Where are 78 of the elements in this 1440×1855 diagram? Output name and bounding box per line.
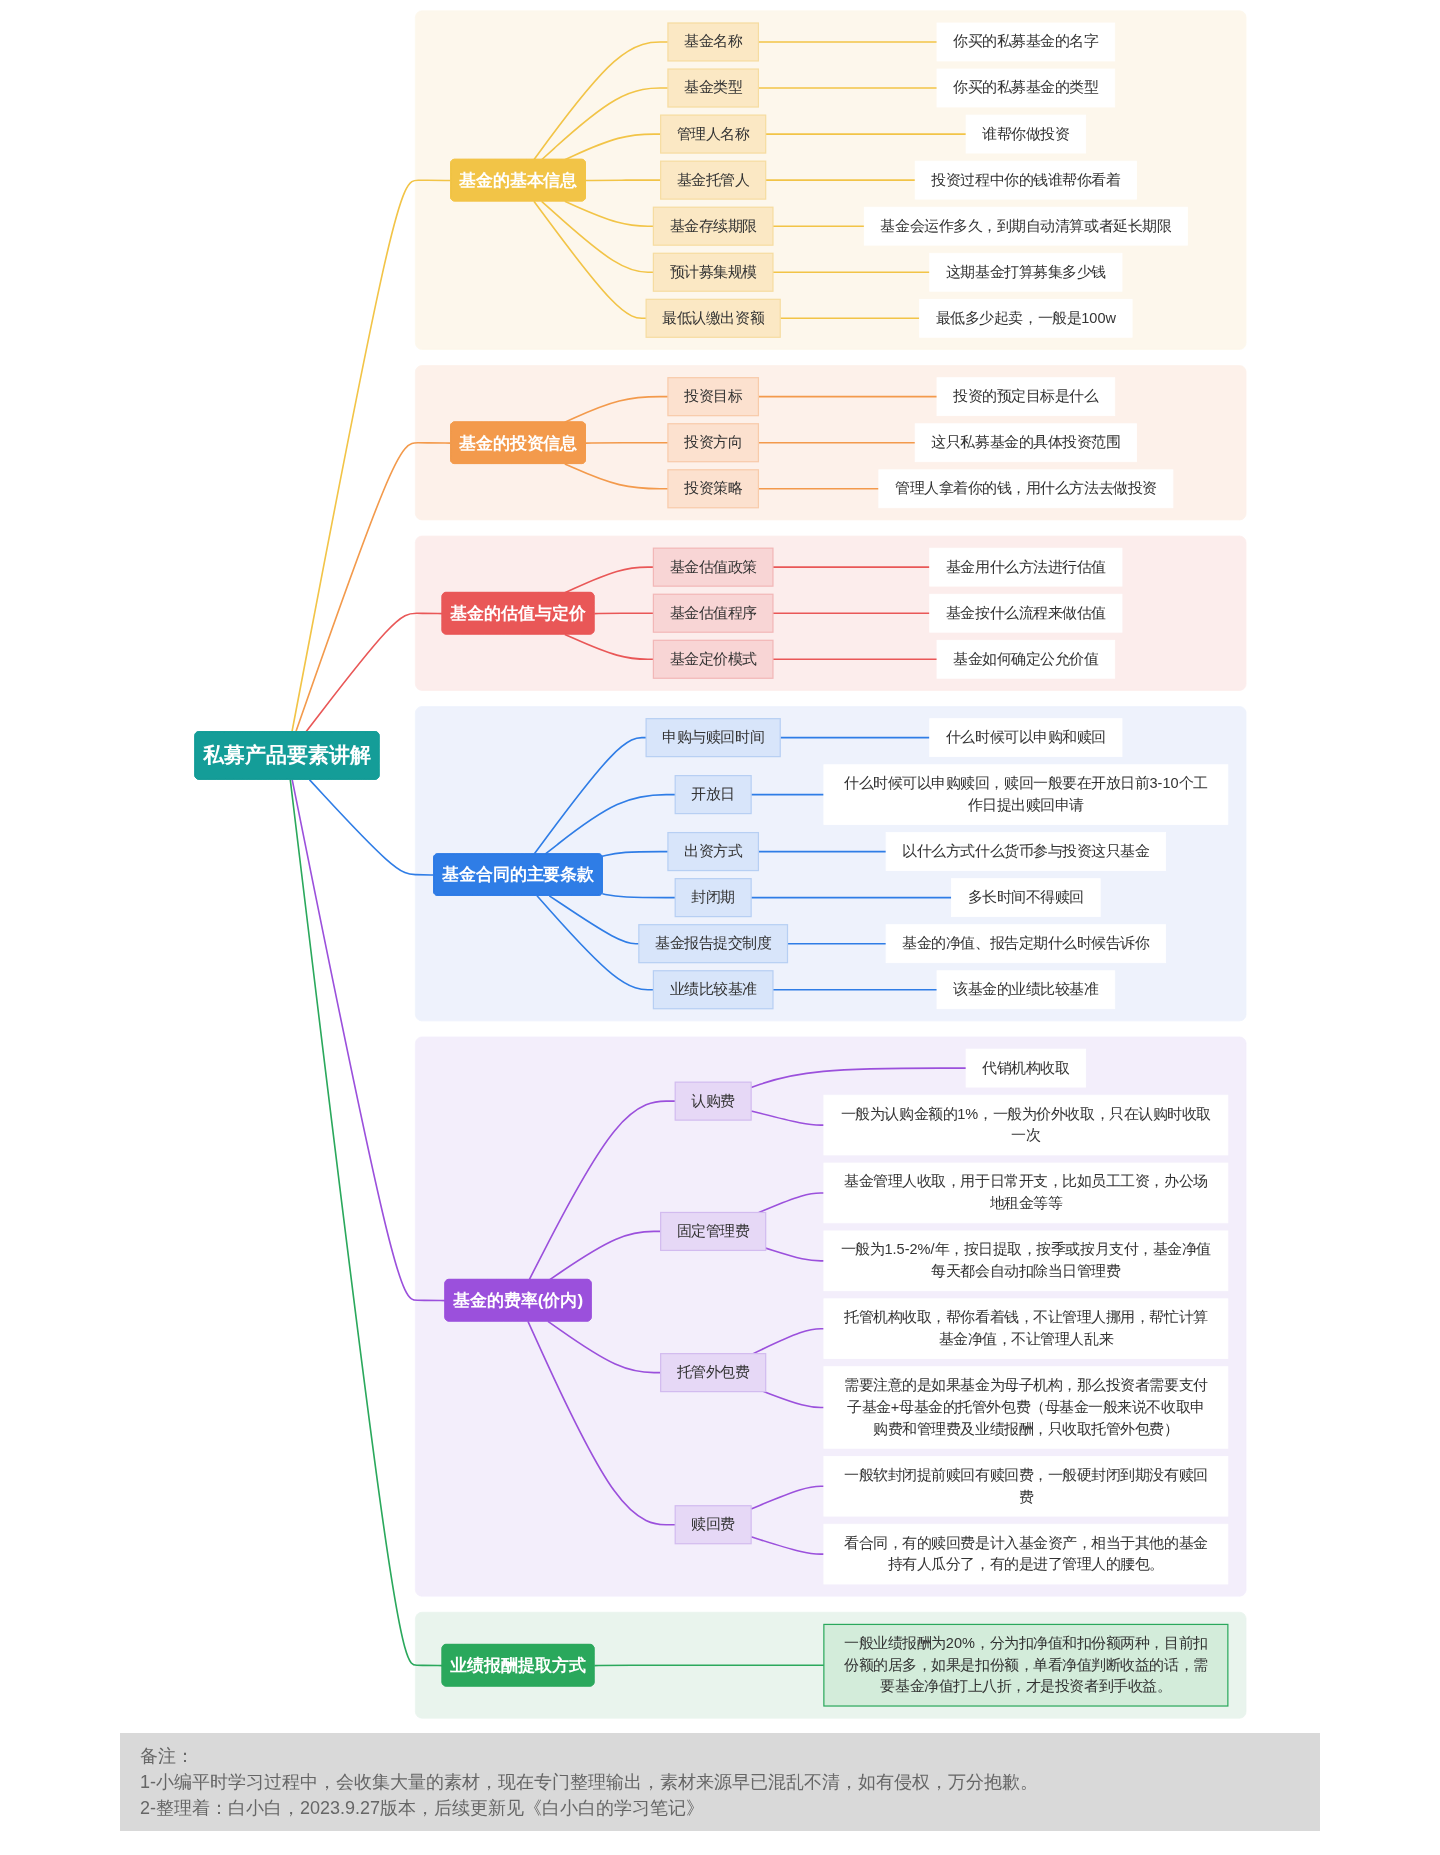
node-box: 以什么方式什么货币参与投资这只基金 — [885, 832, 1166, 871]
note-text: 2-整理着：白小白，2023.9.27版本，后续更新见《白小白的学习笔记》 — [140, 1797, 706, 1821]
node-box: 多长时间不得赎回 — [950, 878, 1101, 918]
node-box: 基金如何确定公允价值 — [936, 639, 1115, 679]
node-box: 预计募集规模 — [652, 252, 774, 292]
node-box: 托管外包费 — [659, 1353, 766, 1393]
node-box: 申购与赎回时间 — [645, 718, 781, 758]
node-box: 管理人名称 — [659, 114, 766, 154]
cluster — [414, 365, 1246, 521]
connector — [757, 87, 938, 89]
node-box: 这只私募基金的具体投资范围 — [914, 423, 1137, 463]
connector — [294, 442, 452, 733]
cluster — [414, 10, 1246, 350]
node-box: 你买的私募基金的类型 — [936, 68, 1115, 108]
node-box: 投资的预定目标是什么 — [936, 377, 1115, 417]
node-box: 投资方向 — [666, 423, 759, 463]
node-box: 管理人拿着你的钱，用什么方法去做投资 — [877, 469, 1173, 509]
connector — [546, 1320, 661, 1374]
node-box: 投资目标 — [666, 377, 759, 417]
connector — [764, 1247, 825, 1262]
node-box: 出资方式 — [666, 831, 759, 872]
node-box: 基金管理人收取，用于日常开支，比如员工工资，办公场地租金等等 — [823, 1162, 1228, 1224]
connector — [584, 179, 661, 182]
node-box: 该基金的业绩比较基准 — [936, 970, 1115, 1010]
cluster — [414, 535, 1246, 691]
connector — [290, 179, 452, 733]
node-box: 投资过程中你的钱谁帮你看着 — [914, 160, 1137, 200]
connector — [757, 487, 880, 490]
connector — [757, 850, 887, 853]
connector — [290, 778, 446, 1302]
node-box: 看合同，有的赎回费是计入基金资产，相当于其他的基金持有人瓜分了，有的是进了管理人的腰包。 — [823, 1523, 1228, 1585]
node-box: 基金用什么方法进行估值 — [928, 547, 1122, 587]
node-box: 基金估值程序 — [652, 593, 774, 633]
node-box: 固定管理费 — [659, 1211, 766, 1252]
node-box: 基金定价模式 — [652, 639, 774, 679]
node-box: 基金托管人 — [659, 160, 766, 200]
node-box: 开放日 — [674, 775, 752, 815]
note-text: 1-小编平时学习过程中，会收集大量的素材，现在专门整理输出，素材来源早已混乱不清，如有侵权，万分抱歉。 — [140, 1771, 1039, 1795]
node-box: 托管机构收取，帮你看着钱，不让管理人挪用，帮忙计算基金净值，不让管理人乱来 — [823, 1298, 1228, 1359]
node-box: 认购费 — [674, 1081, 752, 1121]
node-box: 这期基金打算募集多少钱 — [928, 252, 1122, 292]
node-box: 基金名称 — [666, 22, 759, 62]
node-box: 一般为1.5-2%/年，按日提取，按季或按月支付，基金净值每天都会自动扣除当日管理费 — [823, 1230, 1228, 1292]
connector — [757, 1192, 825, 1214]
connector — [762, 1390, 825, 1409]
node-box: 投资策略 — [666, 469, 759, 509]
connector — [304, 612, 443, 733]
node-box: 基金的净值、报告定期什么时候告诉你 — [885, 924, 1166, 964]
node-box: 业绩比较基准 — [652, 970, 774, 1010]
connector — [757, 41, 938, 43]
connector — [548, 1230, 661, 1281]
node-box: 一般软封闭提前赎回有赎回费，一般硬封闭到期没有赎回费 — [823, 1455, 1228, 1517]
node-box: 基金类型 — [666, 68, 759, 108]
node-box: 一般业绩报酬为20%，分为扣净值和扣份额两种，目前扣份额的居多，如果是扣份额，单看净值判断收益的话，需要基金净值打上八折，才是投资者到手收益。 — [822, 1623, 1228, 1707]
node-box: 基金存续期限 — [652, 206, 774, 246]
cluster — [414, 1036, 1246, 1597]
connector — [757, 441, 916, 444]
node-box: 最低多少起卖，一般是100w — [918, 298, 1133, 338]
node-box: 需要注意的是如果基金为母子机构，那么投资者需要支付子基金+母基金的托管外包费（母基金一般来说不收取申购费和管理费及业绩报酬，只收取托管外包费） — [823, 1366, 1228, 1449]
note-text: 备注： — [140, 1745, 195, 1768]
node-box: 基金报告提交制度 — [637, 924, 788, 964]
node-box: 你买的私募基金的名字 — [936, 22, 1115, 62]
node-box: 基金按什么流程来做估值 — [928, 593, 1122, 633]
connector — [308, 778, 435, 876]
node-box: 赎回费 — [674, 1505, 752, 1545]
connector — [289, 778, 443, 1667]
node-box: 什么时候可以申购赎回，赎回一般要在开放日前3-10个工作日提出赎回申请 — [823, 764, 1228, 825]
node-box: 代销机构收取 — [965, 1048, 1086, 1088]
node-box: 什么时候可以申购和赎回 — [928, 718, 1122, 758]
node-box: 谁帮你做投资 — [965, 114, 1086, 154]
node-box: 基金会运作多久，到期自动清算或者延长期限 — [863, 206, 1188, 246]
node-box: 最低认缴出资额 — [645, 298, 781, 338]
connector — [757, 395, 938, 398]
node-box: 封闭期 — [674, 878, 752, 918]
node-box: 基金估值政策 — [652, 547, 774, 587]
cluster — [414, 706, 1246, 1022]
node-box: 一般为认购金额的1%，一般为价外收取，只在认购时收取一次 — [823, 1094, 1228, 1156]
cluster — [414, 1611, 1246, 1719]
